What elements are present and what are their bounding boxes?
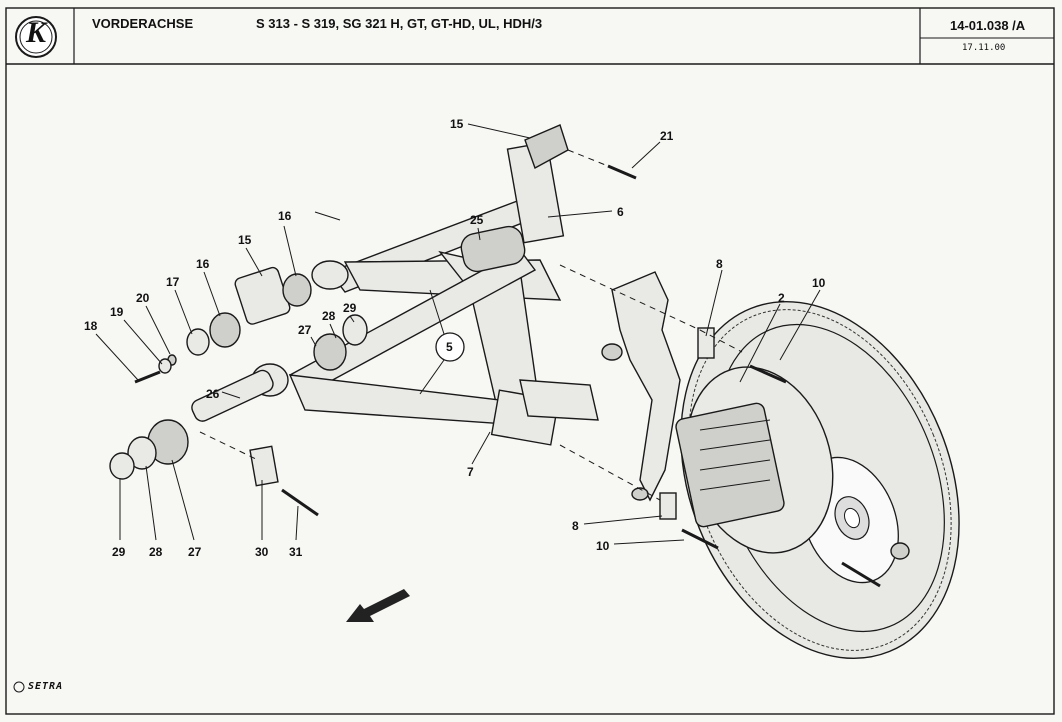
leader-lines: [95, 123, 821, 545]
callout-27-upper: 27: [298, 323, 312, 337]
callout-10-lower: 10: [596, 539, 610, 553]
steering-knuckle: [601, 271, 681, 502]
document-date: 17.11.00: [962, 43, 1006, 53]
callout-2: 2: [778, 291, 785, 305]
callout-28-upper: 28: [322, 309, 336, 323]
callout-29-upper: 29: [343, 301, 357, 315]
callout-31: 31: [289, 545, 303, 559]
callout-17: 17: [166, 275, 180, 289]
upper-wishbone: [328, 124, 569, 421]
assembly-dash-lines: [199, 149, 743, 501]
callout-8-upper: 8: [716, 257, 723, 271]
lower-wishbone: [288, 249, 599, 446]
setra-logo-text: SETRA: [28, 681, 64, 692]
callout-25: 25: [470, 213, 484, 227]
callout-29-lower: 29: [112, 545, 126, 559]
callout-5-circle: [435, 332, 465, 362]
callout-labels: 15 21 6 25 16 15 16 17 20 19 18 29 28 27…: [84, 117, 826, 559]
setra-brand-mark: [13, 681, 25, 693]
upper-bushing-stack: [134, 260, 349, 384]
callout-5: 5: [446, 340, 453, 354]
callout-16-upper: 16: [278, 209, 292, 223]
document-number: 14-01.038 /A: [950, 18, 1026, 33]
kaessbohrer-k-logo: [15, 16, 57, 58]
callout-19: 19: [110, 305, 124, 319]
model-range: S 313 - S 319, SG 321 H, GT, GT-HD, UL, …: [256, 16, 543, 31]
callout-15-left: 15: [238, 233, 252, 247]
callout-28-lower: 28: [149, 545, 163, 559]
callout-8-lower: 8: [572, 519, 579, 533]
callout-18: 18: [84, 319, 98, 333]
brake-assembly: [675, 366, 834, 554]
callout-15-top: 15: [450, 117, 464, 131]
callout-6: 6: [617, 205, 624, 219]
callout-30: 30: [255, 545, 269, 559]
arrow-direction-icon: [346, 589, 410, 622]
callout-10-upper: 10: [812, 276, 826, 290]
damper-25: [460, 225, 526, 273]
callout-16-left: 16: [196, 257, 210, 271]
callout-27-lower: 27: [188, 545, 202, 559]
sheet-border: [5, 7, 1055, 715]
callout-21: 21: [660, 129, 674, 143]
callout-26: 26: [206, 387, 220, 401]
callout-20: 20: [136, 291, 150, 305]
section-title: VORDERACHSE: [92, 16, 194, 31]
callout-7: 7: [467, 465, 474, 479]
logo-letter: K: [26, 16, 47, 49]
